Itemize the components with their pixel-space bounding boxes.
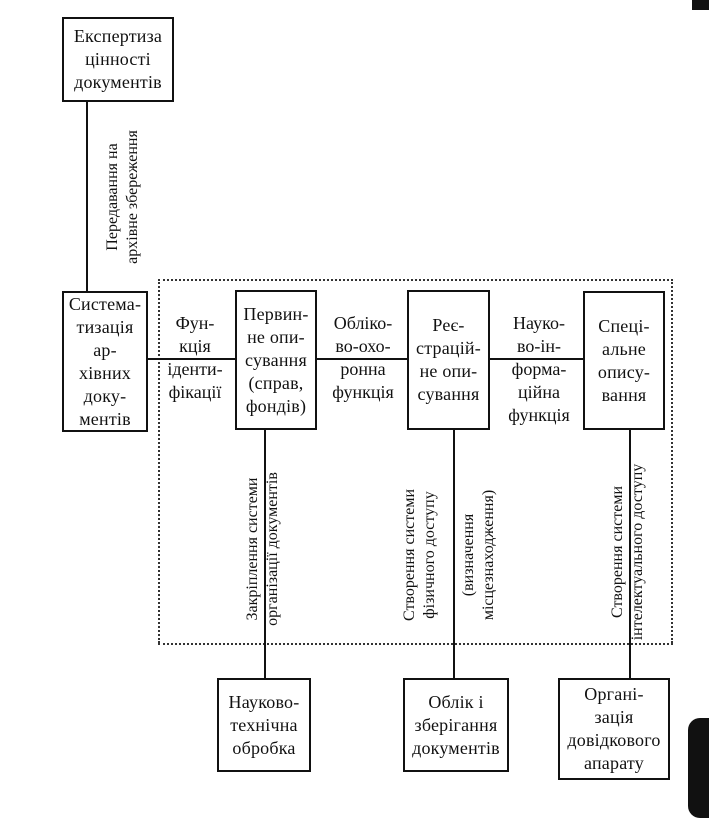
reference-apparatus-box: Органі- зація довідкового апарату xyxy=(558,678,670,780)
special-description-box: Спеці- альне опису- вання xyxy=(583,291,665,430)
dotted-frame-right xyxy=(671,279,673,643)
special-description-text: Спеці- альне опису- вання xyxy=(597,315,651,405)
connector-primary-registration xyxy=(317,358,407,360)
physical-access-label: Створення системи фізичного доступу xyxy=(401,488,438,622)
connector-registration-accounting xyxy=(453,430,455,678)
scan-smear-bottom-right xyxy=(688,718,709,818)
scitech-processing-box: Науково- технічна обробка xyxy=(217,678,311,772)
connector-registration-special xyxy=(490,358,583,360)
accounting-function-label: Обліко- во-охо- ронна функція xyxy=(332,313,394,402)
systematization-text: Система- тизація ар- хівних доку- ментів xyxy=(68,293,142,429)
dotted-frame-bottom xyxy=(158,643,673,645)
identification-function-label: Фун- кція іденти- фікації xyxy=(167,313,223,402)
scitech-processing-text: Науково- технічна обробка xyxy=(228,691,300,758)
transfer-label: Передавання на архівне збереження xyxy=(104,130,141,264)
registration-description-text: Реє- страцій- не опи- сування xyxy=(416,315,481,404)
location-note-label: (визначення місцезнаходження) xyxy=(460,489,497,621)
primary-description-text: Первин- не опи- сування (справ, фондів) xyxy=(243,303,309,416)
dotted-frame-top xyxy=(158,279,673,281)
connector-expertise-systematization xyxy=(86,102,88,291)
primary-description-box: Первин- не опи- сування (справ, фондів) xyxy=(235,290,317,430)
connector-primary-scitech xyxy=(264,430,266,678)
expertise-text: Експертиза цінності документів xyxy=(73,26,163,92)
expertise-box: Експертиза цінності документів xyxy=(62,17,174,102)
scan-smear-top-right xyxy=(692,0,709,10)
dotted-frame-left xyxy=(158,279,160,643)
connector-special-reference xyxy=(629,430,631,678)
info-function-label: Науко- во-ін- форма- ційна функція xyxy=(508,313,570,425)
registration-description-box: Реє- страцій- не опи- сування xyxy=(407,290,490,430)
fixing-system-label: Закріплення системи організації документ… xyxy=(244,472,281,626)
systematization-box: Система- тизація ар- хівних доку- ментів xyxy=(62,291,148,432)
accounting-storage-text: Облік і зберігання документів xyxy=(412,691,500,758)
intellectual-access-label: Створення системи інтелектуального досту… xyxy=(609,463,646,641)
accounting-storage-box: Облік і зберігання документів xyxy=(403,678,509,772)
reference-apparatus-text: Органі- зація довідкового апарату xyxy=(567,684,661,773)
connector-systematization-primary xyxy=(148,358,235,360)
